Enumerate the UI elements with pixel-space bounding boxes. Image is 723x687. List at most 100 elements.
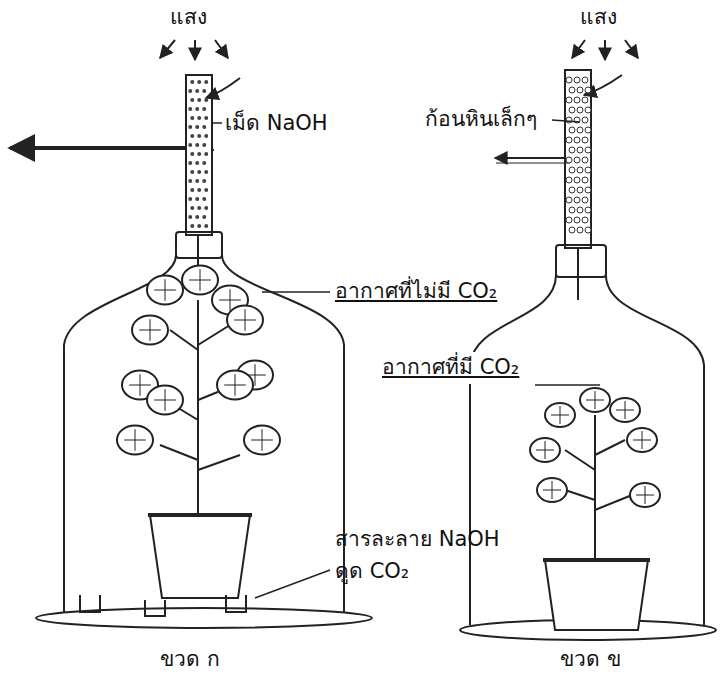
naoh-pellet	[197, 170, 201, 174]
naoh-pellet	[190, 116, 194, 120]
pebble	[577, 87, 583, 93]
pebble	[582, 217, 588, 223]
naoh-pellet	[202, 89, 206, 93]
naoh-pellet	[202, 197, 206, 201]
leaf-vein	[586, 391, 604, 409]
pellet-label: เม็ด NaOH	[225, 108, 328, 140]
leaf-vein	[129, 374, 151, 396]
pebble	[566, 97, 572, 103]
light-label: แสง	[170, 2, 207, 34]
pebble	[566, 197, 572, 203]
light-rays	[160, 40, 638, 60]
naoh-pellet	[204, 170, 208, 174]
pebble	[566, 77, 572, 83]
pebble	[577, 227, 583, 233]
naoh-pellet	[204, 98, 208, 102]
naoh-pellet	[202, 143, 206, 147]
pebble	[566, 137, 572, 143]
naoh-pellet	[197, 206, 201, 210]
leaf	[545, 403, 575, 427]
naoh-pellet	[202, 215, 206, 219]
pebble	[574, 177, 580, 183]
naoh-pellet	[190, 188, 194, 192]
leaf-vein	[633, 431, 651, 449]
naoh-pellet	[197, 80, 201, 84]
pebble	[585, 187, 591, 193]
leaf	[610, 398, 640, 422]
pebble	[574, 197, 580, 203]
naoh-pellet	[195, 89, 199, 93]
pebble	[582, 97, 588, 103]
pebble	[569, 207, 575, 213]
pebble	[582, 137, 588, 143]
naoh-pellet	[195, 143, 199, 147]
leaf	[117, 426, 153, 455]
leaf-vein	[224, 374, 246, 396]
leaf-vein	[234, 309, 256, 331]
pebble	[585, 167, 591, 173]
naoh-pellet	[202, 107, 206, 111]
pebble	[577, 187, 583, 193]
pebble	[582, 157, 588, 163]
bell-jar-left	[10, 75, 372, 628]
pebble	[574, 77, 580, 83]
naoh-pellet	[202, 161, 206, 165]
naoh-pellet	[188, 215, 192, 219]
pebble	[569, 187, 575, 193]
pebble	[574, 217, 580, 223]
naoh-pellet	[195, 215, 199, 219]
naoh-pellet	[188, 161, 192, 165]
pebble	[574, 97, 580, 103]
pebble	[585, 227, 591, 233]
leaf	[580, 388, 610, 412]
leaf-vein	[636, 486, 654, 504]
naoh-pellet	[204, 152, 208, 156]
leaf-vein	[189, 269, 211, 291]
pebble	[569, 147, 575, 153]
naoh-pellet	[204, 80, 208, 84]
naoh-pellet	[197, 188, 201, 192]
leaf-vein	[536, 441, 554, 459]
naoh-pellet	[204, 116, 208, 120]
leaf-vein	[154, 279, 176, 301]
naoh-pellet	[190, 80, 194, 84]
pebble	[569, 87, 575, 93]
pebble	[566, 157, 572, 163]
leaf	[630, 483, 660, 507]
pebble	[577, 147, 583, 153]
naoh-pellet	[204, 224, 208, 228]
pebble	[585, 147, 591, 153]
naoh-pellet	[188, 125, 192, 129]
naoh-pellet	[188, 143, 192, 147]
naoh-pellet	[197, 98, 201, 102]
pebble	[569, 127, 575, 133]
leaf	[627, 428, 657, 452]
light-label: แสง	[580, 2, 617, 34]
naoh-pellet	[188, 107, 192, 111]
naoh-pellet	[190, 170, 194, 174]
pebble	[585, 127, 591, 133]
jar-label: ขวด ก	[160, 644, 220, 676]
pebble	[574, 137, 580, 143]
pebble-label: ก้อนหินเล็กๆ	[425, 104, 537, 136]
naoh-pellet	[197, 134, 201, 138]
pebble	[577, 127, 583, 133]
naoh-pellet	[197, 152, 201, 156]
naoh-pellet	[195, 197, 199, 201]
leaf	[227, 306, 263, 335]
naoh-pellet	[204, 206, 208, 210]
pebble	[569, 107, 575, 113]
leaf-vein	[543, 481, 561, 499]
pebble	[585, 207, 591, 213]
leaf	[530, 438, 560, 462]
naoh-pellet	[190, 134, 194, 138]
pebble	[585, 87, 591, 93]
air-no-co2-label: อากาศที่ไม่มี CO₂	[333, 276, 499, 308]
pebble	[574, 157, 580, 163]
leaf-vein	[124, 429, 146, 451]
leaf	[147, 276, 183, 305]
pebble	[582, 77, 588, 83]
naoh-pellet	[197, 116, 201, 120]
naoh-pellet	[188, 179, 192, 183]
pebble	[566, 217, 572, 223]
